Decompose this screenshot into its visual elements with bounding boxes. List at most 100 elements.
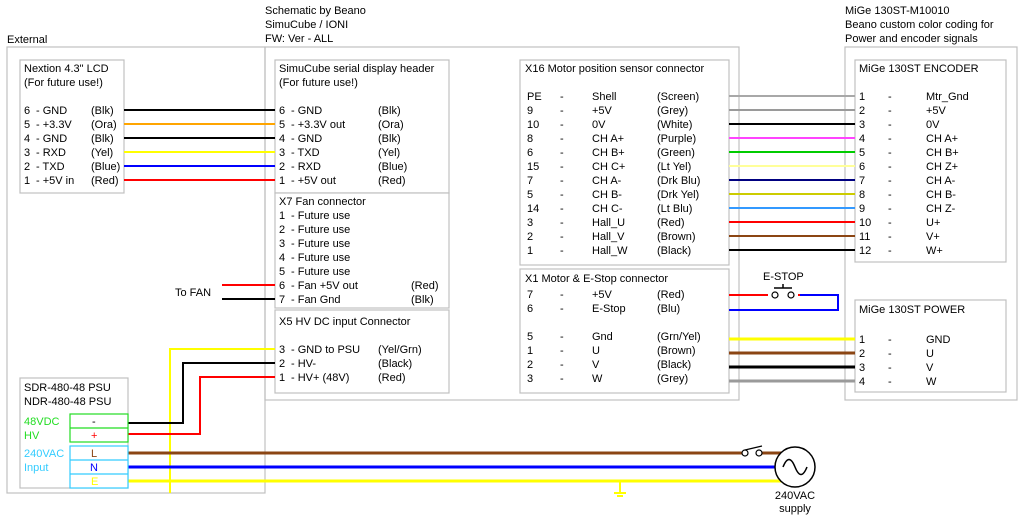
lcd-color-0: (Blk) — [91, 105, 114, 117]
serial-color-0: (Blk) — [378, 105, 401, 117]
simucube-box — [264, 46, 740, 401]
serial-color-3: (Yel) — [378, 147, 400, 159]
pwr-dash-0: - — [888, 334, 892, 346]
x5-name-2: - HV+ (48V) — [291, 372, 349, 384]
enc-dash-10: - — [888, 231, 892, 243]
x16-dash-11: - — [560, 245, 564, 257]
x7-name-0: - Future use — [291, 210, 350, 222]
x5-name-1: - HV- — [291, 358, 316, 370]
enc-name-4: CH B+ — [926, 147, 959, 159]
x1-pin-2: 5 — [527, 331, 533, 343]
enc-pin-0: 1 — [859, 91, 865, 103]
x1-pin-5: 3 — [527, 373, 533, 385]
pwr-dash-2: - — [888, 362, 892, 374]
psu-ac-label-1: 240VAC — [24, 448, 64, 460]
enc-pin-8: 9 — [859, 203, 865, 215]
x16-name-0: Shell — [592, 91, 616, 103]
x16-pin-9: 3 — [527, 217, 533, 229]
x1-pin-1: 6 — [527, 303, 533, 315]
mige-line-3: Power and encoder signals — [845, 33, 978, 45]
enc-pin-2: 3 — [859, 119, 865, 131]
x16-pin-10: 2 — [527, 231, 533, 243]
x16-dash-3: - — [560, 133, 564, 145]
pwr-pin-3: 4 — [859, 376, 865, 388]
x16-dash-7: - — [560, 189, 564, 201]
schematic-line-2: SimuCube / IONI — [265, 19, 348, 31]
lcd-color-3: (Yel) — [91, 147, 113, 159]
psu-ac-terminal-block — [69, 445, 129, 489]
x7-fan-box — [274, 192, 450, 309]
psu-dc-label-2: HV — [24, 430, 40, 442]
pwr-dash-1: - — [888, 348, 892, 360]
x16-color-1: (Grey) — [657, 105, 688, 117]
x16-pin-6: 7 — [527, 175, 533, 187]
x1-color-4: (Black) — [657, 359, 691, 371]
x16-color-11: (Black) — [657, 245, 691, 257]
x16-name-4: CH B+ — [592, 147, 625, 159]
encoder-box — [854, 59, 1007, 263]
pwr-pin-2: 3 — [859, 362, 865, 374]
x16-color-6: (Drk Blu) — [657, 175, 700, 187]
x16-dash-4: - — [560, 147, 564, 159]
enc-name-10: V+ — [926, 231, 940, 243]
x1-pin-0: 7 — [527, 289, 533, 301]
x5-pin-2: 1 — [279, 372, 285, 384]
serial-pin-5: 1 — [279, 175, 285, 187]
wire-x5-hv-minus — [128, 362, 275, 424]
serial-name-4: - RXD — [291, 161, 321, 173]
enc-name-1: +5V — [926, 105, 947, 117]
lcd-color-1: (Ora) — [91, 119, 117, 131]
psu-ac-l: L — [91, 448, 97, 460]
x1-name-0: +5V — [592, 289, 613, 301]
serial-color-5: (Red) — [378, 175, 406, 187]
x5-title: X5 HV DC input Connector — [279, 316, 411, 328]
x16-name-5: CH C+ — [592, 161, 625, 173]
psu-dc-label-1: 48VDC — [24, 416, 60, 428]
psu-dc-plus: + — [91, 430, 97, 442]
x1-dash-3: - — [560, 345, 564, 357]
x1-name-2: Gnd — [592, 331, 613, 343]
x7-color-5: (Red) — [411, 280, 439, 292]
enc-dash-4: - — [888, 147, 892, 159]
x1-name-1: E-Stop — [592, 303, 626, 315]
serial-title-2: (For future use!) — [279, 77, 358, 89]
wire-estop-blue — [729, 294, 839, 311]
enc-name-5: CH Z+ — [926, 161, 958, 173]
lcd-box — [19, 59, 125, 194]
x7-title: X7 Fan connector — [279, 196, 366, 208]
x5-box — [274, 309, 450, 394]
x16-name-1: +5V — [592, 105, 613, 117]
supply-label-2: supply — [779, 503, 811, 515]
x7-name-5: - Fan +5V out — [291, 280, 358, 292]
lcd-pin-0: 6 — [24, 105, 30, 117]
lcd-name-5: - +5V in — [36, 175, 74, 187]
x16-dash-9: - — [560, 217, 564, 229]
mige-line-1: MiGe 130ST-M10010 — [845, 5, 950, 17]
x1-pin-3: 1 — [527, 345, 533, 357]
lcd-name-1: - +3.3V — [36, 119, 72, 131]
serial-name-2: - GND — [291, 133, 322, 145]
x1-dash-4: - — [560, 359, 564, 371]
psu-ac-label-2: Input — [24, 462, 48, 474]
enc-name-0: Mtr_Gnd — [926, 91, 969, 103]
enc-name-6: CH A- — [926, 175, 956, 187]
x1-title: X1 Motor & E-Stop connector — [525, 273, 668, 285]
serial-pin-1: 5 — [279, 119, 285, 131]
serial-title-1: SimuCube serial display header — [279, 63, 435, 75]
x7-color-6: (Blk) — [411, 294, 434, 306]
x1-name-5: W — [592, 373, 603, 385]
x7-name-6: - Fan Gnd — [291, 294, 341, 306]
x7-pin-0: 1 — [279, 210, 285, 222]
x7-pin-3: 4 — [279, 252, 285, 264]
lcd-name-3: - RXD — [36, 147, 66, 159]
x7-pin-1: 2 — [279, 224, 285, 236]
to-fan-label: To FAN — [175, 287, 211, 299]
pwr-name-3: W — [926, 376, 937, 388]
lcd-title-2: (For future use!) — [24, 77, 103, 89]
lcd-pin-2: 4 — [24, 133, 30, 145]
x16-name-9: Hall_U — [592, 217, 625, 229]
x16-pin-5: 15 — [527, 161, 539, 173]
x1-rows: 7-+5V(Red)6-E-Stop(Blu)5-Gnd(Grn/Yel)1-U… — [527, 289, 701, 385]
enc-dash-5: - — [888, 161, 892, 173]
